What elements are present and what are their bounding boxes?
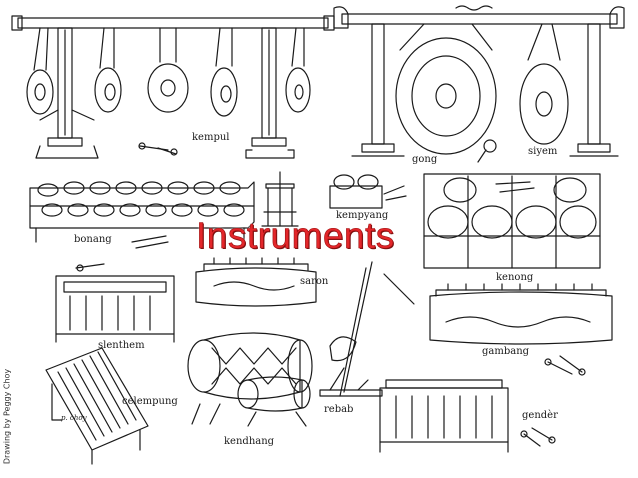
slenthem [55, 263, 175, 343]
label-kendhang: kendhang [224, 436, 275, 447]
celempung [45, 347, 149, 465]
label-bonang: bonang [74, 234, 112, 245]
label-kempul: kempul [192, 132, 230, 143]
small-stand [261, 171, 299, 227]
gambang [429, 283, 613, 376]
bonang [29, 181, 255, 249]
label-gender: gendèr [522, 410, 558, 421]
label-slenthem: slenthem [98, 340, 145, 351]
drawing-credit: Drawing by Peggy Choy [2, 368, 12, 465]
label-kempyang: kempyang [336, 210, 389, 221]
kenong [423, 173, 601, 269]
page-title: Instruments [196, 215, 395, 257]
rebab [319, 261, 415, 397]
gong-rack [333, 5, 625, 163]
label-kenong: kenong [496, 272, 534, 283]
label-rebab: rebab [324, 404, 354, 415]
label-saron: saron [300, 276, 329, 287]
label-gong: gong [412, 154, 438, 165]
label-celempung: celempung [122, 396, 178, 407]
label-siyem: siyem [528, 146, 558, 157]
saron [195, 257, 317, 307]
gender [379, 379, 556, 453]
kempyang [329, 174, 407, 209]
label-gambang: gambang [482, 346, 530, 357]
kempul-rack [11, 15, 335, 159]
artist-signature: p. choy [61, 414, 87, 422]
kendhang [187, 332, 313, 427]
